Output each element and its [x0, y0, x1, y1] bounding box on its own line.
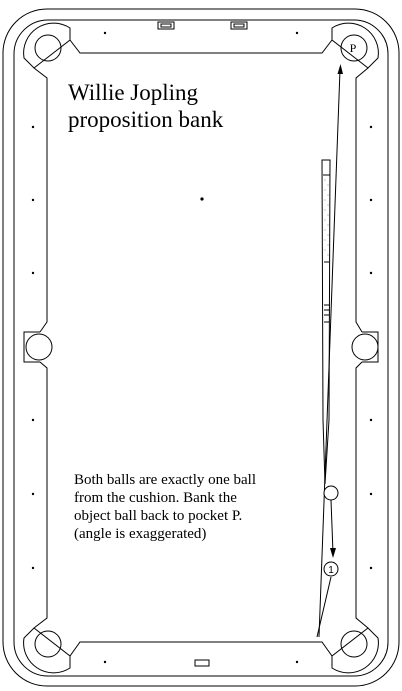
pocket-top-right	[331, 22, 379, 69]
rail-plate-top-3	[230, 21, 248, 30]
diagram-note-line-3: object ball back to pocket P.	[74, 508, 243, 524]
table-inner-rail	[13, 19, 389, 677]
pocket-icon	[25, 333, 53, 361]
pocket-icon	[340, 34, 368, 62]
table-spot	[200, 197, 204, 201]
rail-plate-top-1	[157, 21, 175, 30]
top-cushion	[69, 39, 333, 54]
right-lower-cushion	[355, 361, 369, 629]
bottom-cushion	[69, 641, 333, 657]
diagram-note-line-2: from the cushion. Bank the	[74, 490, 237, 506]
pocket-icon	[351, 333, 379, 361]
object-ball-label: 1	[328, 565, 334, 576]
path-arrows	[330, 64, 343, 558]
cue-wrap-texture	[324, 179, 329, 256]
pocket-icon	[34, 34, 62, 62]
object-ball-icon	[323, 561, 339, 577]
arrow-to-object-ball	[330, 548, 336, 558]
bank-path-to-pocket	[318, 69, 341, 638]
pocket-side-right	[362, 331, 379, 363]
diagram-note-line-4: (angle is exaggerated)	[74, 526, 207, 542]
diagram-title-line-1: Willie Jopling	[68, 80, 199, 105]
pocket-bottom-right	[331, 627, 379, 674]
table-outer-rail	[2, 8, 400, 687]
rail-plate-top-2	[160, 23, 172, 28]
diagram-title-line-2: proposition bank	[68, 107, 224, 132]
pocket-icon	[34, 630, 62, 658]
pocket-side-left	[23, 331, 40, 363]
cue-ball-icon	[323, 485, 339, 501]
left-lower-cushion	[33, 361, 48, 629]
cue-ball-path	[330, 499, 334, 554]
rail-diamonds	[31, 31, 373, 664]
pocket-top-left	[23, 22, 71, 69]
rail-plate-top-4	[233, 23, 245, 28]
shot-paths	[316, 69, 341, 638]
pocket-bottom-left	[23, 627, 71, 674]
left-upper-cushion	[33, 67, 48, 333]
arrow-to-pocket	[337, 64, 343, 74]
pocket-icon	[340, 630, 368, 658]
rail-plate-bottom	[194, 659, 210, 667]
pocket-p-label: P	[350, 41, 357, 55]
diagram-note-line-1: Both balls are exactly one ball	[74, 472, 257, 488]
right-upper-cushion	[355, 67, 369, 333]
